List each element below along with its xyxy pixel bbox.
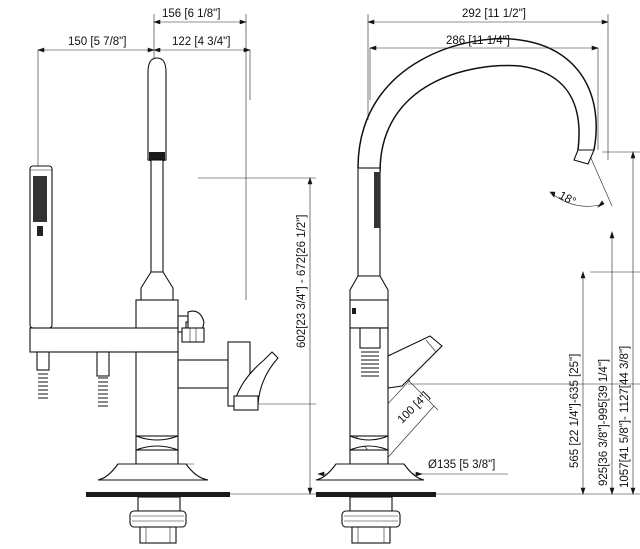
dim-angle-18: 18°	[557, 190, 578, 209]
dim-122: 122 [4 3/4"]	[172, 36, 230, 48]
dim-925-995: 925[36 3/8"]-995[39 1/4"]	[598, 359, 610, 486]
dim-602-672: 602[23 3/4"] - 672[26 1/2"]	[296, 215, 308, 349]
left-dimension-lines	[37, 19, 313, 495]
side-diverter-knob	[177, 310, 205, 343]
dim-292: 292 [11 1/2"]	[462, 8, 526, 20]
hand-shower	[29, 165, 53, 329]
right-extension-lines	[367, 14, 640, 495]
left-base	[86, 463, 230, 544]
side-spout-arc	[357, 37, 597, 173]
dim-1057-1127: 1057[41 5/8"]- 1127[44 3/8"]	[619, 346, 631, 488]
right-base	[315, 463, 436, 544]
dim-diameter-135: Ø135 [5 3/8"]	[428, 459, 495, 471]
dim-565-635: 565 [22 1/4"]-635 [25"]	[569, 354, 581, 468]
side-lever-handle	[387, 335, 443, 389]
dim-156: 156 [6 1/8"]	[162, 8, 220, 20]
dim-150: 150 [5 7/8"]	[68, 36, 126, 48]
side-stem	[349, 167, 389, 465]
side-spray-face	[374, 172, 380, 228]
left-view: 156 [6 1/8"] 150 [5 7/8"] 122 [4 3/4"] 6…	[29, 8, 316, 544]
right-view: 292 [11 1/2"] 286 [11 1/4"] 18° 100 [4"]…	[315, 8, 640, 544]
front-lever-handle	[177, 341, 279, 411]
left-hoses	[36, 351, 110, 407]
dim-100: 100 [4"]	[396, 390, 432, 426]
shower-spray-face	[33, 176, 47, 222]
